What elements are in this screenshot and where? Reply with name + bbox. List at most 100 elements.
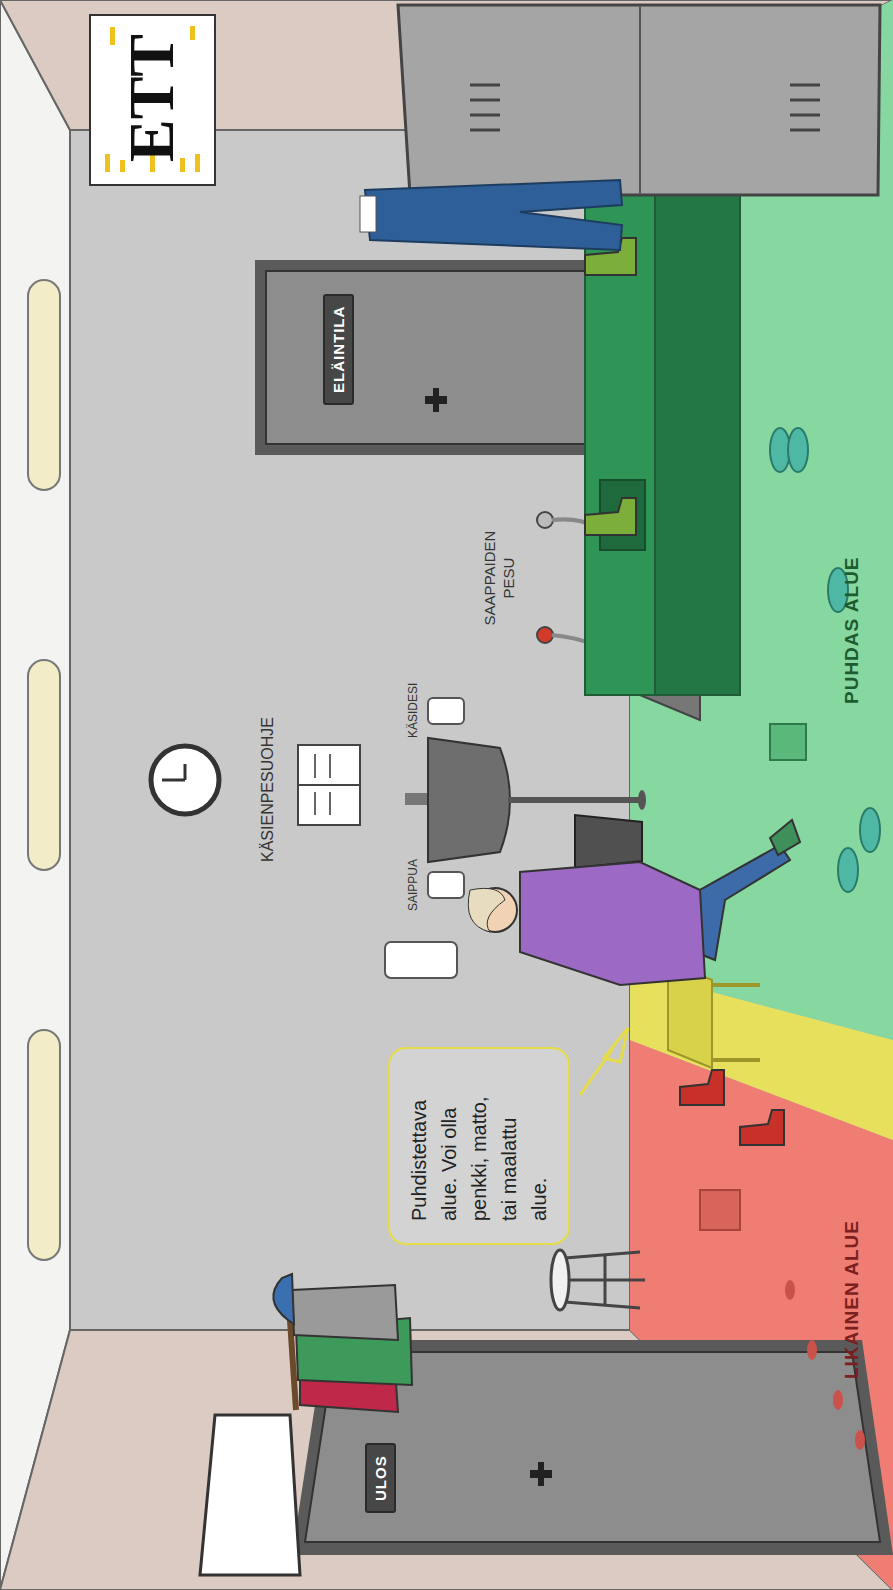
dispenser-label: KÄSIDESI [406,683,420,738]
picture-frame-part [200,1415,300,1575]
footprint-part [700,1190,740,1230]
door [255,260,893,1555]
logo-part-part [105,154,110,172]
cabinet-part [470,85,820,130]
door-part [255,260,630,455]
handwash-sign [298,745,360,825]
station-label: SAAPPAIDEN PESU [481,523,519,633]
person-part [690,845,790,960]
logo-part-part [190,26,195,40]
callout-arrow [580,1028,628,1095]
dispenser-part [428,872,464,898]
door-part [538,1462,544,1486]
dispenser-part [385,942,457,978]
stool [551,1250,645,1310]
overalls-part [360,196,376,232]
bench-part [712,983,760,987]
door-sign: ELÄINTILA [323,294,354,405]
boot-part [585,498,636,535]
trash-bin [575,815,642,868]
handwash-sign-part [329,754,331,778]
callout-arrow-part [580,1050,612,1095]
bench-part [712,1058,760,1062]
handwash-sign-part [329,792,331,815]
cabinet-part-part [470,84,500,87]
stool-part [565,1252,640,1258]
door-part [266,271,630,444]
cabinet-part-part [790,84,820,87]
cabinet-part-part [790,99,820,102]
footprint-part [855,1430,865,1450]
ceiling-light-part [28,280,60,490]
sink-part [508,797,640,803]
boot-wash-part [655,170,740,695]
cabinet-part-part [470,129,500,132]
room-part [0,1330,893,1590]
sink-part [428,738,510,862]
person-part [520,862,705,985]
callout-arrow-part [604,1028,628,1062]
slipper-part [770,724,806,760]
cabinet-part [639,5,641,195]
coat-rack-part [292,1285,398,1340]
handwash-sign-part [314,754,316,778]
handwash-sign-part [314,792,316,815]
boot-wash [537,170,740,720]
coat-rack [273,1274,412,1412]
callout-box: Puhdistettava alue. Voi olla penkki, mat… [388,1047,570,1245]
cabinet-part-part [470,114,500,117]
ceiling-light [28,280,60,1260]
dispenser-part [428,698,464,724]
door-sign: ULOS [365,1443,396,1513]
zone-band: LIKAINEN ALUE [839,1216,865,1383]
cabinet-part-part [790,129,820,132]
overalls-part [365,180,622,250]
room-part [0,0,70,1590]
person-part [468,888,505,932]
cabinet-part-part [790,114,820,117]
overalls [360,180,622,250]
boot-part [680,1070,724,1105]
logo-part-part [195,154,200,172]
handwash-sign-part [298,784,360,786]
person [468,820,800,985]
door-part [433,388,439,412]
node-text: ELÄINTILA [330,306,347,393]
handwash-sign-part [298,745,360,825]
boot [585,238,784,1145]
cabinet-part-part [470,99,500,102]
logo-part [105,26,200,172]
slipper-part [860,808,880,852]
clock-part [184,764,187,780]
boot-wash-part [537,512,553,528]
sink-part [405,793,427,805]
slipper-part [838,848,858,892]
room-part [70,130,630,1330]
stool-part [565,1302,640,1308]
logo-part [90,15,215,185]
node-text: Puhdistettava alue. Voi olla penkki, mat… [404,1071,554,1221]
zone-band: PUHDAS ALUE [839,552,865,708]
stool-part [604,1256,607,1304]
clock-part [151,746,219,814]
stool-part [569,1279,645,1282]
person-part [770,820,800,855]
footprint-part [833,1390,843,1410]
footprint-part [807,1340,817,1360]
cabinet [398,5,880,195]
logo [90,15,215,185]
dispenser-label: SAIPPUA [406,859,420,911]
trash-bin-part [575,815,642,868]
clock [151,746,219,814]
logo-text: ETT [120,34,184,162]
node-text: LIKAINEN ALUE [841,1220,863,1379]
boot-wash-part [537,627,553,643]
picture-frame [200,1415,300,1575]
footprint [700,1190,865,1450]
footprint-part [785,1280,795,1300]
slipper [770,428,880,892]
ceiling-light-part [28,1030,60,1260]
